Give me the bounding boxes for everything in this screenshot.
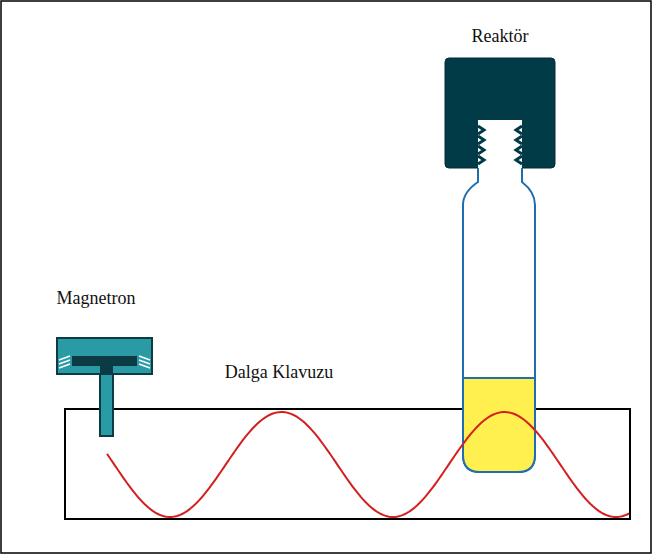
microwave bbox=[107, 412, 629, 517]
magnetron-symbol bbox=[57, 338, 152, 436]
part-label: Magnetron bbox=[57, 288, 136, 310]
waveguide bbox=[65, 409, 630, 519]
part-label: Reaktör bbox=[472, 26, 529, 48]
part-label: Dalga Klavuzu bbox=[225, 362, 333, 384]
reactor-vessel bbox=[445, 58, 555, 472]
